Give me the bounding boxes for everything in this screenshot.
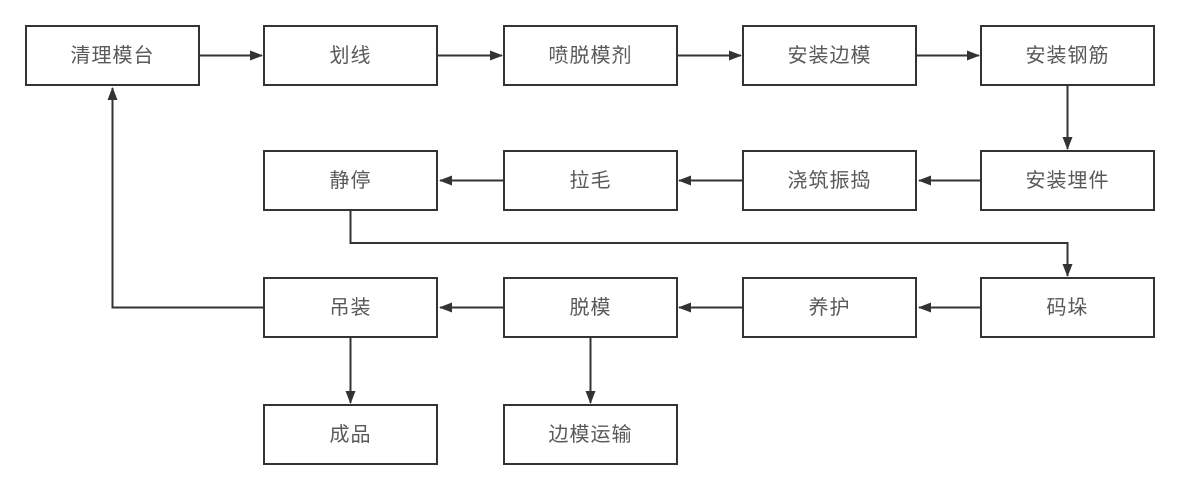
node-label-install-embedded-parts: 安装埋件 (1025, 169, 1110, 192)
node-surface-roughening: 拉毛 (503, 150, 678, 211)
node-side-form-transport: 边模运输 (503, 404, 678, 465)
node-label-surface-roughening: 拉毛 (569, 169, 612, 192)
node-spray-release-agent: 喷脱模剂 (503, 25, 678, 86)
node-pour-and-vibrate: 浇筑振捣 (742, 150, 917, 211)
node-install-rebar: 安装钢筋 (980, 25, 1155, 86)
node-label-side-form-transport: 边模运输 (548, 423, 633, 446)
node-label-install-rebar: 安装钢筋 (1025, 44, 1110, 67)
node-install-embedded-parts: 安装埋件 (980, 150, 1155, 211)
node-label-hoisting: 吊装 (329, 296, 372, 319)
node-label-spray-release-agent: 喷脱模剂 (548, 44, 633, 67)
node-label-line-marking: 划线 (329, 44, 372, 67)
node-curing: 养护 (742, 277, 917, 338)
node-line-marking: 划线 (263, 25, 438, 86)
node-label-pour-and-vibrate: 浇筑振捣 (787, 169, 872, 192)
node-label-finished-product: 成品 (329, 423, 372, 446)
node-label-stacking: 码垛 (1046, 296, 1089, 319)
node-static-rest: 静停 (263, 150, 438, 211)
node-label-install-side-forms: 安装边模 (787, 44, 872, 67)
node-stacking: 码垛 (980, 277, 1155, 338)
node-clean-mold-table: 清理模台 (25, 25, 200, 86)
node-demolding: 脱模 (503, 277, 678, 338)
node-label-clean-mold-table: 清理模台 (70, 44, 155, 67)
node-install-side-forms: 安装边模 (742, 25, 917, 86)
edge-rest-to-stacking (349, 211, 1073, 277)
node-label-static-rest: 静停 (329, 169, 372, 192)
node-finished-product: 成品 (263, 404, 438, 465)
node-label-demolding: 脱模 (569, 296, 612, 319)
edge-hoisting-to-clean-loop (107, 87, 263, 309)
node-hoisting: 吊装 (263, 277, 438, 338)
node-label-curing: 养护 (808, 296, 851, 319)
